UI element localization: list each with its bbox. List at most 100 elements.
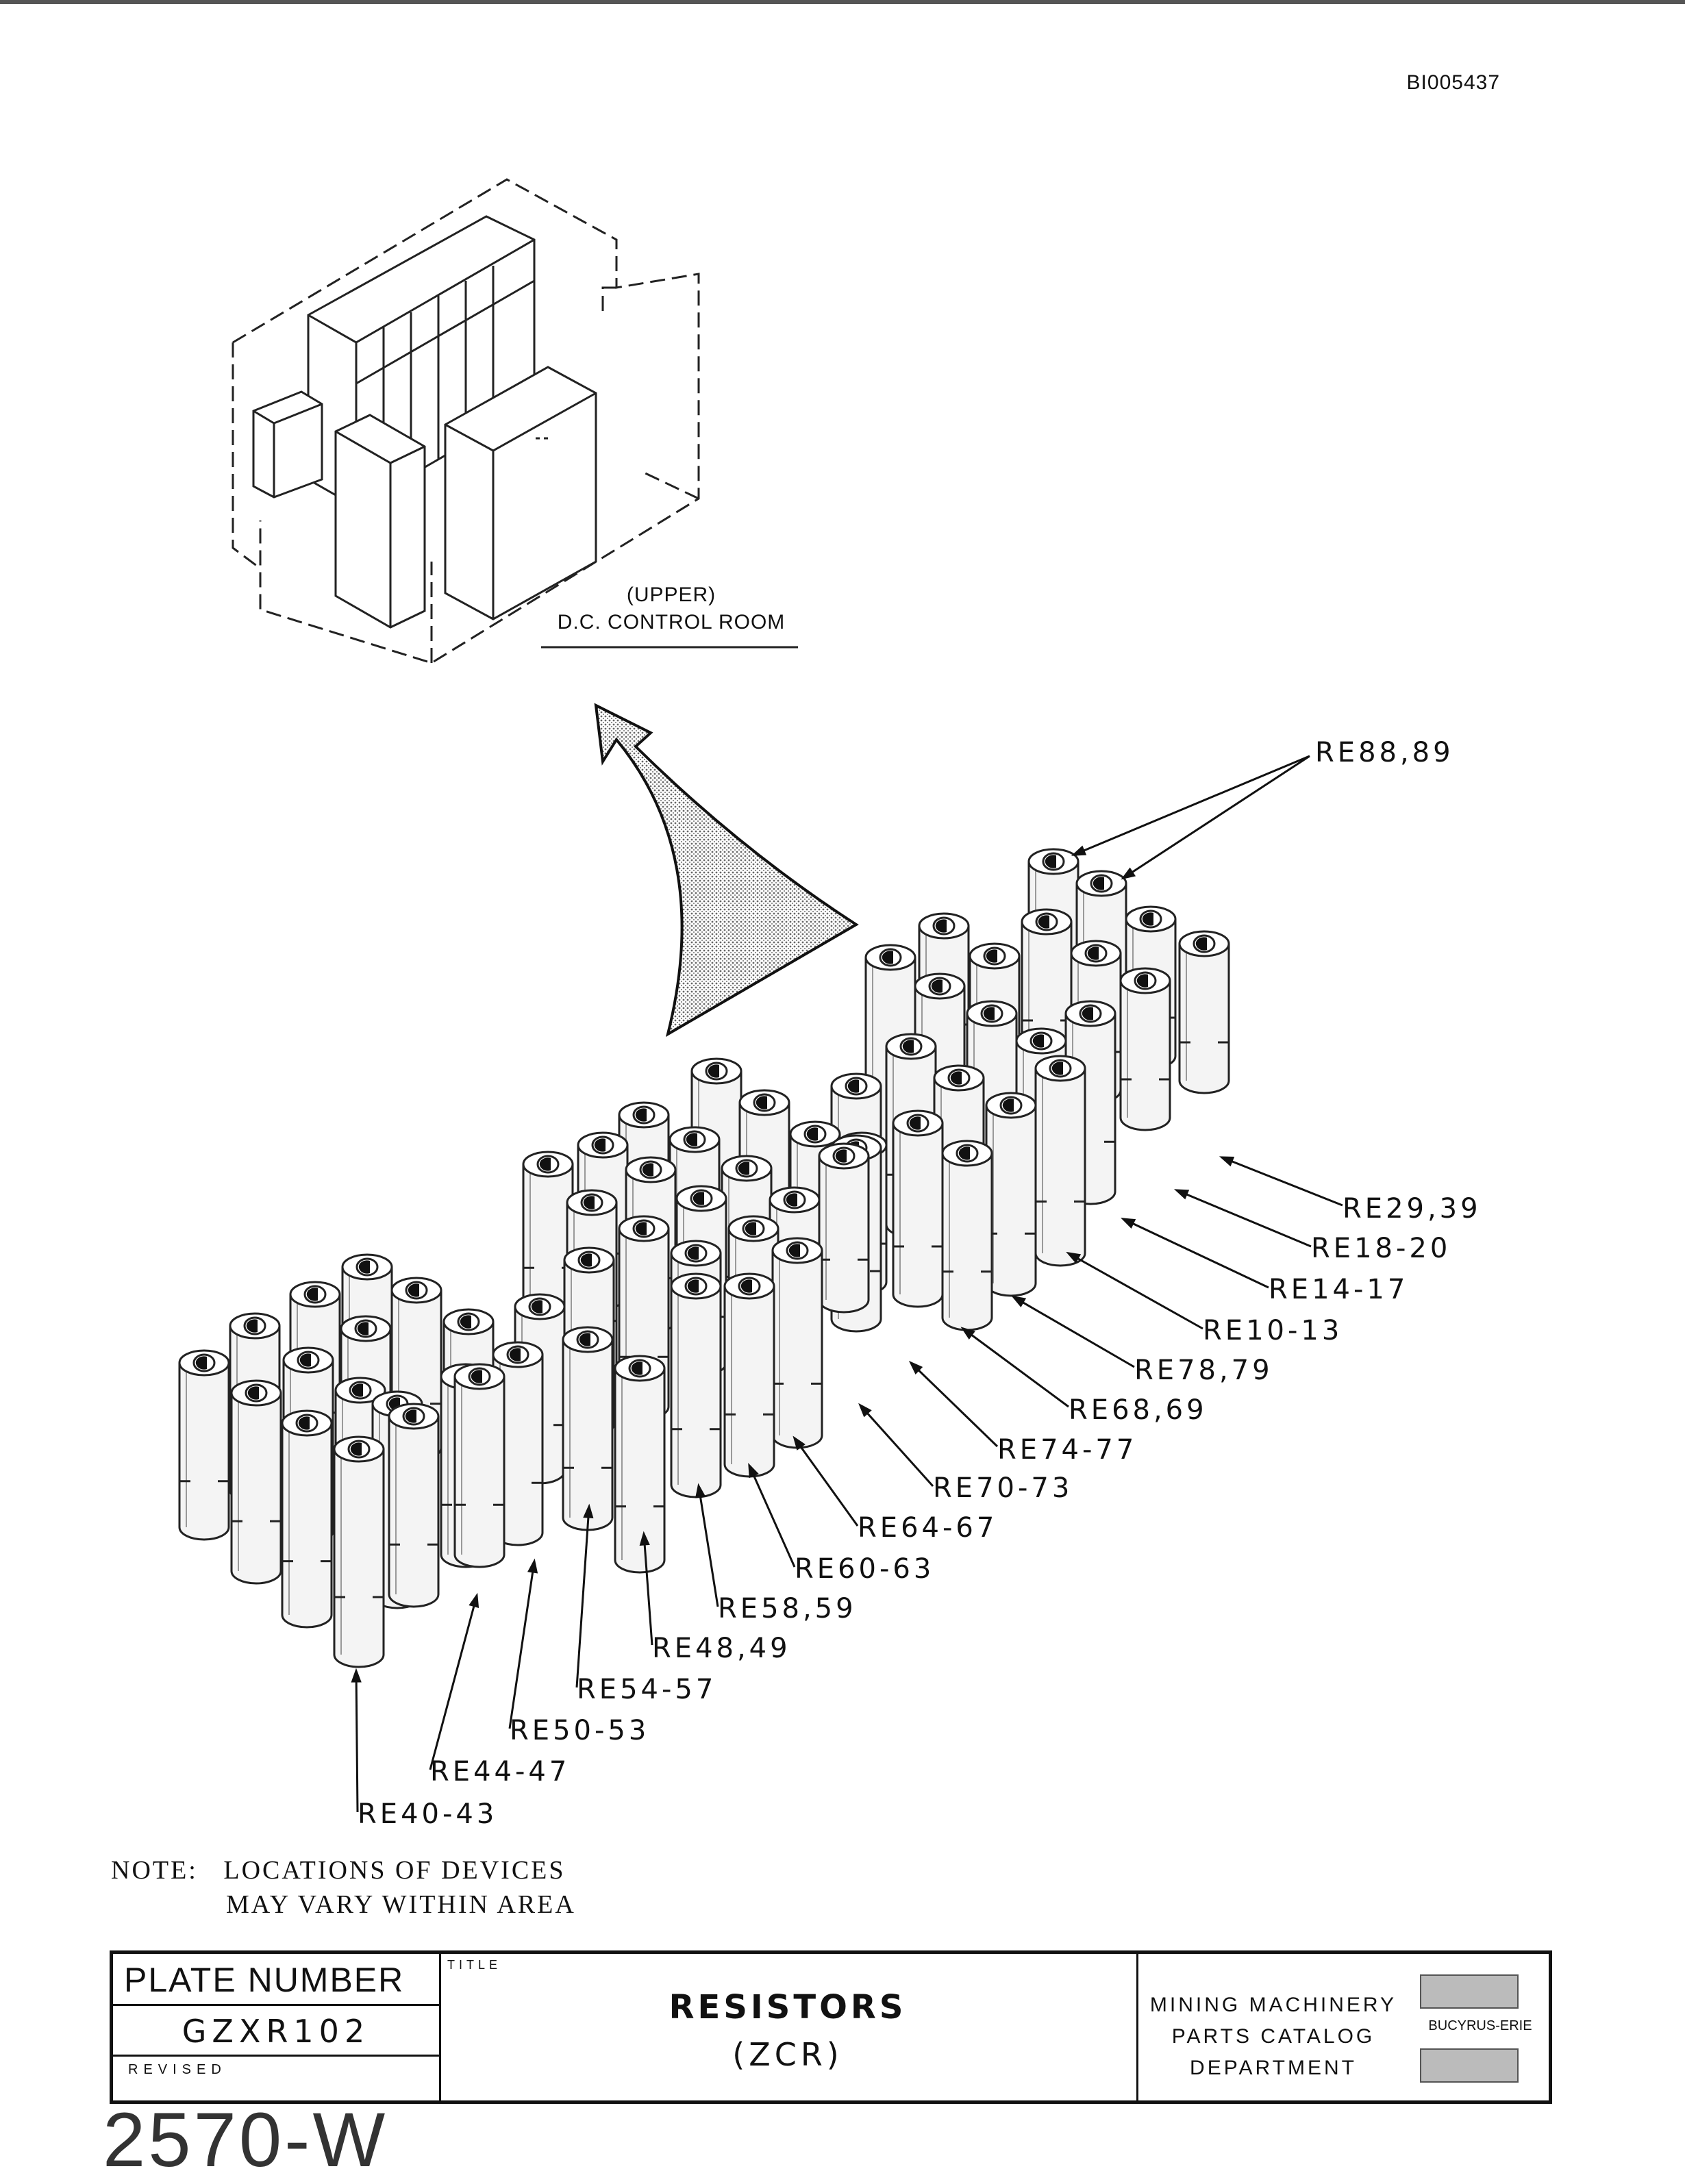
room-label-line2: D.C. CONTROL ROOM — [558, 611, 786, 633]
resistor-bank — [178, 848, 1230, 1668]
leader-line — [355, 1670, 359, 1813]
resistor-cylinder — [818, 1142, 870, 1314]
dept-line2: PARTS CATALOG — [1171, 2025, 1375, 2048]
callout-label: RE54-57 — [577, 1674, 716, 1705]
title-block: PLATE NUMBER GZXR102 REVISED TITLE RESIS… — [110, 1950, 1552, 2104]
callout-label: RE68,69 — [1069, 1394, 1208, 1426]
resistor-cylinder — [1178, 930, 1230, 1094]
resistor-cylinder — [1034, 1055, 1086, 1267]
callout-label: RE44-47 — [430, 1756, 570, 1787]
room-label-line1: (UPPER) — [627, 583, 716, 606]
callout-label: RE58,59 — [718, 1593, 857, 1624]
arrowhead — [1071, 845, 1087, 856]
revised-label: REVISED — [128, 2062, 227, 2077]
resistor-cylinder — [388, 1403, 440, 1608]
arrowhead — [639, 1531, 650, 1546]
dept-line1: MINING MACHINERY — [1149, 1994, 1397, 2016]
callout-label: RE50-53 — [510, 1715, 649, 1746]
leader-line — [508, 1561, 536, 1729]
resistor-cylinder — [723, 1272, 775, 1478]
brand-name: BUCYRUS-ERIE — [1428, 2018, 1532, 2033]
callout-label: RE60-63 — [795, 1553, 934, 1585]
leader-line — [910, 1361, 999, 1448]
company-logo: BUCYRUS-ERIE — [1410, 1968, 1550, 2091]
note-line1: LOCATIONS OF DEVICES — [223, 1856, 566, 1885]
callout-label: RE48,49 — [652, 1633, 791, 1664]
note: NOTE: LOCATIONS OF DEVICES MAY VARY WITH… — [111, 1853, 576, 1922]
resistor-cylinder — [281, 1409, 333, 1629]
leader-line — [793, 1438, 859, 1527]
resistor-cylinder — [333, 1435, 385, 1668]
department-section: MINING MACHINERY PARTS CATALOG DEPARTMEN… — [1136, 1954, 1410, 2100]
model-number: 2570-W — [103, 2097, 388, 2183]
control-room-drawing — [232, 178, 798, 664]
resistor-cylinder — [453, 1363, 506, 1568]
plate-section: PLATE NUMBER GZXR102 REVISED — [113, 1954, 441, 2100]
arrowhead — [469, 1592, 479, 1608]
callout-label: RE64-67 — [858, 1512, 997, 1544]
logo-bottom-icon — [1420, 2048, 1519, 2083]
callout-label: RE14-17 — [1269, 1274, 1408, 1305]
plate-number-label: PLATE NUMBER — [113, 1954, 439, 2006]
logo-top-icon — [1420, 1974, 1519, 2009]
leader-line — [1013, 1296, 1135, 1368]
arrowhead — [748, 1463, 759, 1479]
leader-line — [429, 1595, 478, 1770]
leader-line — [962, 1327, 1069, 1408]
note-line2: MAY VARY WITHIN AREA — [226, 1890, 576, 1919]
leader-line — [697, 1485, 719, 1607]
resistor-cylinder — [941, 1140, 993, 1331]
drawing-subtitle: (ZCR) — [732, 2036, 843, 2073]
plate-number-value: GZXR102 — [113, 2006, 439, 2057]
leader-line — [748, 1465, 796, 1568]
callout-label: RE74-77 — [997, 1434, 1137, 1466]
resistor-cylinder — [230, 1379, 282, 1585]
leader-line — [1073, 755, 1310, 856]
arrowhead — [908, 1360, 923, 1375]
leader-line — [1123, 755, 1310, 879]
title-label: TITLE — [447, 1958, 502, 1972]
leader-line — [859, 1404, 934, 1488]
callout-leaders — [351, 755, 1343, 1813]
top-border — [0, 0, 1685, 4]
leader-line — [1123, 1218, 1269, 1289]
arrowhead — [1121, 1218, 1136, 1229]
document-id: BI005437 — [1406, 71, 1500, 94]
leader-line — [1068, 1252, 1203, 1330]
callout-label: RE29,39 — [1343, 1193, 1482, 1225]
leader-line — [575, 1506, 590, 1688]
arrowhead — [1121, 867, 1136, 880]
callout-label: RE78,79 — [1134, 1355, 1273, 1386]
arrowhead — [960, 1327, 975, 1340]
location-arrow — [594, 703, 859, 1038]
resistor-cylinder — [771, 1237, 823, 1449]
note-label: NOTE: — [111, 1856, 198, 1885]
arrowhead — [858, 1403, 872, 1418]
callout-label: RE10-13 — [1203, 1315, 1343, 1346]
callout-label: RE18-20 — [1311, 1233, 1451, 1264]
arrowhead — [527, 1558, 538, 1574]
arrowhead — [1219, 1156, 1235, 1167]
leader-line — [642, 1533, 653, 1646]
dept-line3: DEPARTMENT — [1190, 2057, 1357, 2079]
leader-line — [1221, 1156, 1343, 1207]
resistor-cylinder — [670, 1272, 722, 1498]
leader-line — [1176, 1189, 1312, 1248]
callout-label: RE88,89 — [1315, 737, 1454, 768]
callout-label: RE40-43 — [358, 1798, 497, 1830]
arrowhead — [1173, 1189, 1190, 1200]
arrowhead — [695, 1483, 706, 1498]
arrowhead — [583, 1503, 594, 1519]
resistor-cylinder — [985, 1092, 1037, 1297]
resistor-cylinder — [1119, 967, 1171, 1131]
callout-label: RE70-73 — [933, 1472, 1073, 1504]
title-section: TITLE RESISTORS (ZCR) — [439, 1954, 1138, 2100]
resistor-cylinder — [562, 1326, 614, 1531]
arrowhead — [351, 1668, 362, 1683]
arrowhead — [792, 1435, 806, 1451]
resistor-cylinder — [614, 1355, 666, 1574]
resistor-cylinder — [178, 1349, 230, 1541]
arrowhead — [1011, 1295, 1027, 1307]
resistor-cylinder — [892, 1109, 944, 1308]
